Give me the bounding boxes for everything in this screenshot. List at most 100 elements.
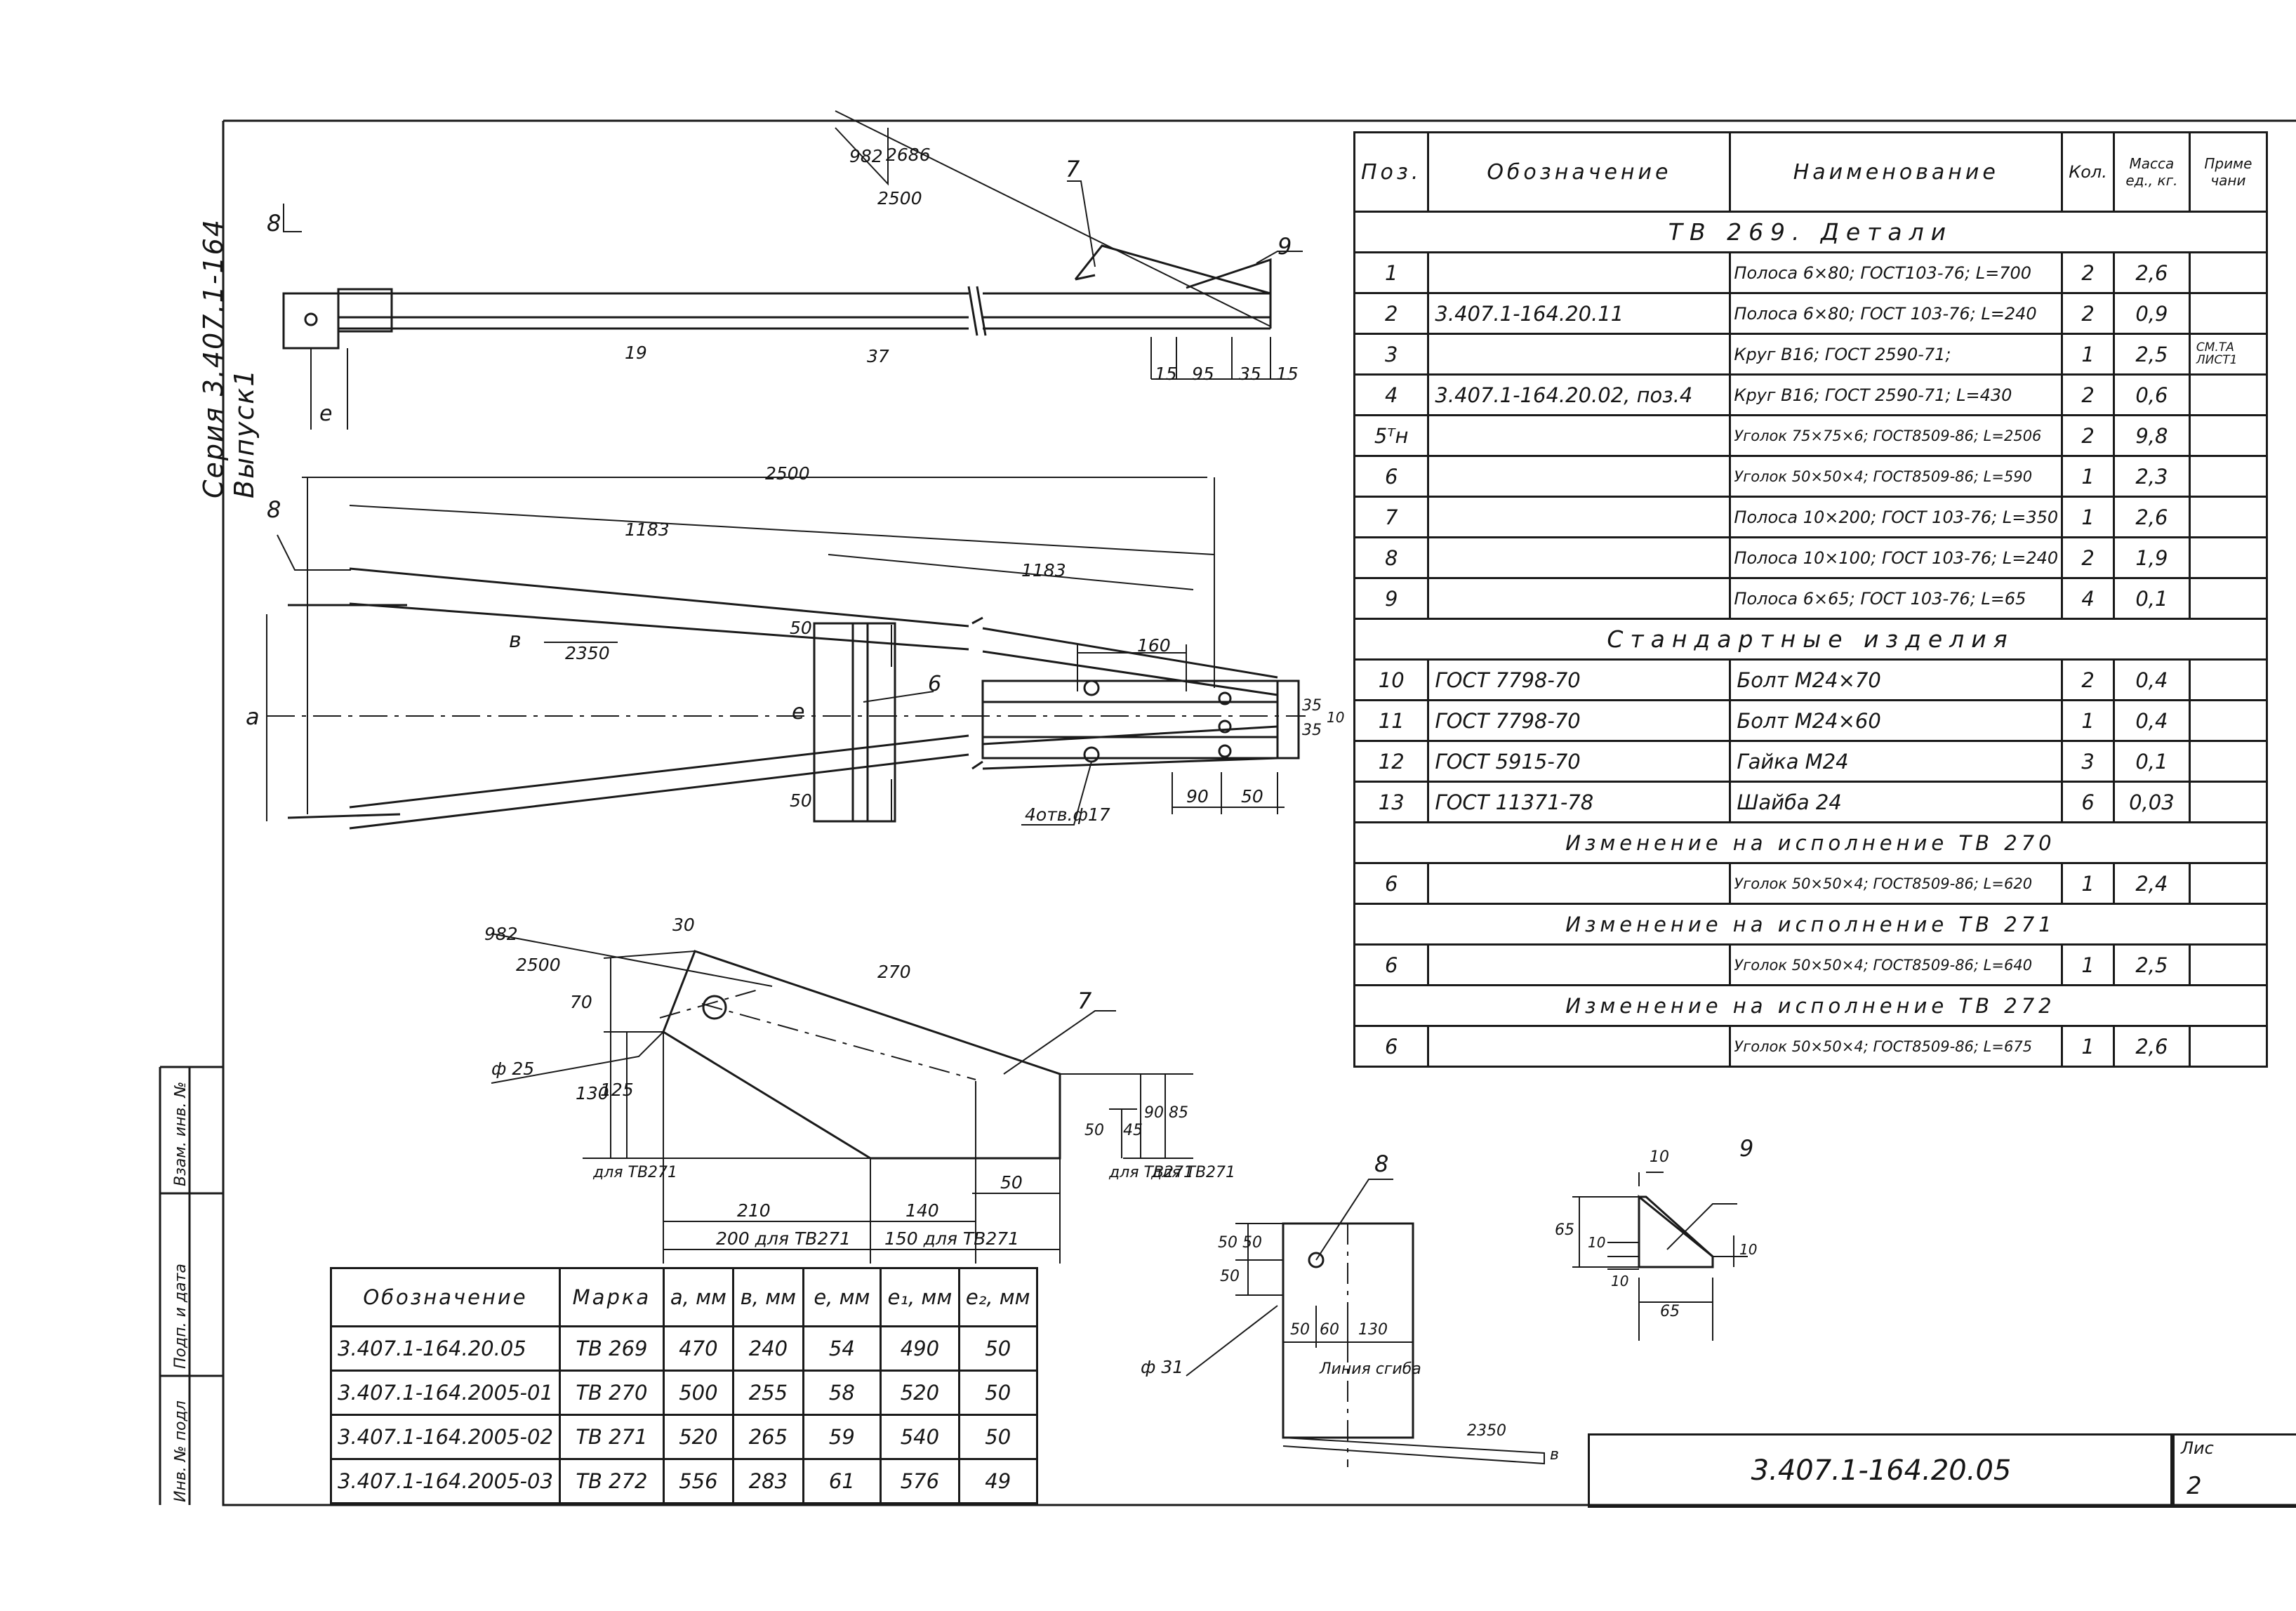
cell-name: Полоса 6×80; ГОСТ 103-76; L=240 <box>1729 292 2064 335</box>
margin-label-replace-inv: Взам. инв. № <box>172 1081 190 1186</box>
label-2500-top: 2500 <box>877 188 922 208</box>
label-pos6: 6 <box>928 672 942 696</box>
cell-qty: 4 <box>2061 577 2115 620</box>
sheet-number: 2 <box>2186 1472 2202 1500</box>
cell-code <box>1427 496 1732 538</box>
cell-v: 265 <box>731 1414 804 1460</box>
cell-qty: 1 <box>2061 333 2115 376</box>
margin-strip <box>159 1066 223 1505</box>
cell-name: Полоса 6×65; ГОСТ 103-76; L=65 <box>1729 577 2064 620</box>
label-10-d9a: 10 <box>1650 1148 1669 1166</box>
cell-note <box>2188 658 2268 701</box>
label-65-d9b: 65 <box>1660 1303 1680 1320</box>
spec-section-details: ТВ 269. Детали <box>1353 211 2268 253</box>
cell-pos: 3 <box>1353 333 1430 376</box>
label-10-d9c: 10 <box>1611 1273 1629 1290</box>
label-v-plan: в <box>509 628 522 653</box>
cell-v: 240 <box>731 1325 804 1372</box>
label-10-plan: 10 <box>1327 709 1345 726</box>
label-50-d7h: 50 <box>1000 1172 1023 1193</box>
label-210: 210 <box>737 1200 771 1221</box>
sheet-frame <box>222 119 2296 1506</box>
label-45: 45 <box>1123 1122 1143 1139</box>
cell-name: Уголок 50×50×4; ГОСТ8509-86; L=675 <box>1729 1025 2064 1068</box>
cell-code <box>1427 1025 1732 1068</box>
label-10-d9b: 10 <box>1588 1234 1606 1251</box>
label-2350-d8: 2350 <box>1467 1422 1506 1440</box>
cell-pos: 13 <box>1353 781 1430 823</box>
label-2686: 2686 <box>886 145 931 165</box>
cell-e1: 490 <box>879 1325 960 1372</box>
label-pos9-d9: 9 <box>1739 1135 1754 1162</box>
label-70: 70 <box>570 992 592 1012</box>
cell-note <box>2188 373 2268 416</box>
cell-name: Шайба 24 <box>1729 781 2064 823</box>
spec-header-qty: Кол. <box>2061 131 2115 213</box>
cell-code <box>1427 862 1732 905</box>
cell-qty: 1 <box>2061 943 2115 986</box>
cell-note <box>2188 862 2268 905</box>
cell-a: 556 <box>662 1458 734 1504</box>
label-95: 95 <box>1192 364 1214 384</box>
label-15a: 15 <box>1155 364 1177 384</box>
cell-e: 54 <box>802 1325 882 1372</box>
cell-code <box>1427 577 1732 620</box>
label-982-d7: 982 <box>484 924 518 944</box>
label-125: 125 <box>600 1080 634 1100</box>
cell-note <box>2188 943 2268 986</box>
cell-mass: 2,5 <box>2112 943 2191 986</box>
cell-mass: 2,6 <box>2112 251 2191 294</box>
cell-mass: 0,1 <box>2112 577 2191 620</box>
cell-code: ГОСТ 11371-78 <box>1427 781 1732 823</box>
cell-mass: 1,9 <box>2112 536 2191 579</box>
cell-mass: 2,3 <box>2112 455 2191 498</box>
cell-e1: 540 <box>879 1414 960 1460</box>
sheet-box: Лис 2 <box>2170 1433 2296 1508</box>
label-e-top: e <box>319 402 333 426</box>
cell-pos: 11 <box>1353 699 1430 742</box>
spec-header-code: Обозначение <box>1427 131 1732 213</box>
cell-note: СМ.ТА ЛИСТ1 <box>2188 333 2268 376</box>
cell-mass: 0,6 <box>2112 373 2191 416</box>
cell-note <box>2188 414 2268 457</box>
label-tv271-right: для ТВ271 <box>1151 1164 1236 1181</box>
label-30: 30 <box>672 915 695 935</box>
label-tv271-mid: для ТВ271 <box>1109 1164 1194 1181</box>
cell-e: 61 <box>802 1458 882 1504</box>
cell-pos: 6 <box>1353 455 1430 498</box>
mark-table: Обозначение Марка a, мм в, мм e, мм e₁, … <box>330 1267 1038 1504</box>
section-title: Изменение на исполнение ТВ 271 <box>1353 903 2268 946</box>
cell-code <box>1427 251 1732 294</box>
label-2350-plan: 2350 <box>565 643 610 663</box>
mark-header-e: e, мм <box>802 1267 882 1327</box>
cell-qty: 1 <box>2061 496 2115 538</box>
label-140: 140 <box>905 1200 939 1221</box>
specification-table: Поз. Обозначение Наименование Кол. Масса… <box>1353 131 2268 1068</box>
label-1183b: 1183 <box>1021 560 1066 581</box>
label-130-d8: 130 <box>1358 1321 1388 1339</box>
section-title: Изменение на исполнение ТВ 270 <box>1353 821 2268 864</box>
label-65-d9a: 65 <box>1555 1221 1574 1239</box>
cell-e2: 50 <box>957 1325 1038 1372</box>
mark-header-e1: e₁, мм <box>879 1267 960 1327</box>
cell-qty: 2 <box>2061 658 2115 701</box>
cell-e1: 576 <box>879 1458 960 1504</box>
view-detail-8 <box>1186 1179 1545 1467</box>
label-holes: 4отв.ф17 <box>1025 804 1110 825</box>
mark-header-v: в, мм <box>731 1267 804 1327</box>
cell-pos: 6 <box>1353 1025 1430 1068</box>
label-5050: 50 50 <box>1218 1234 1262 1252</box>
doc-number: 3.407.1-164.20.05 <box>1751 1454 2012 1487</box>
label-pos7-d7: 7 <box>1077 988 1092 1014</box>
label-pos8-d8: 8 <box>1374 1151 1389 1177</box>
